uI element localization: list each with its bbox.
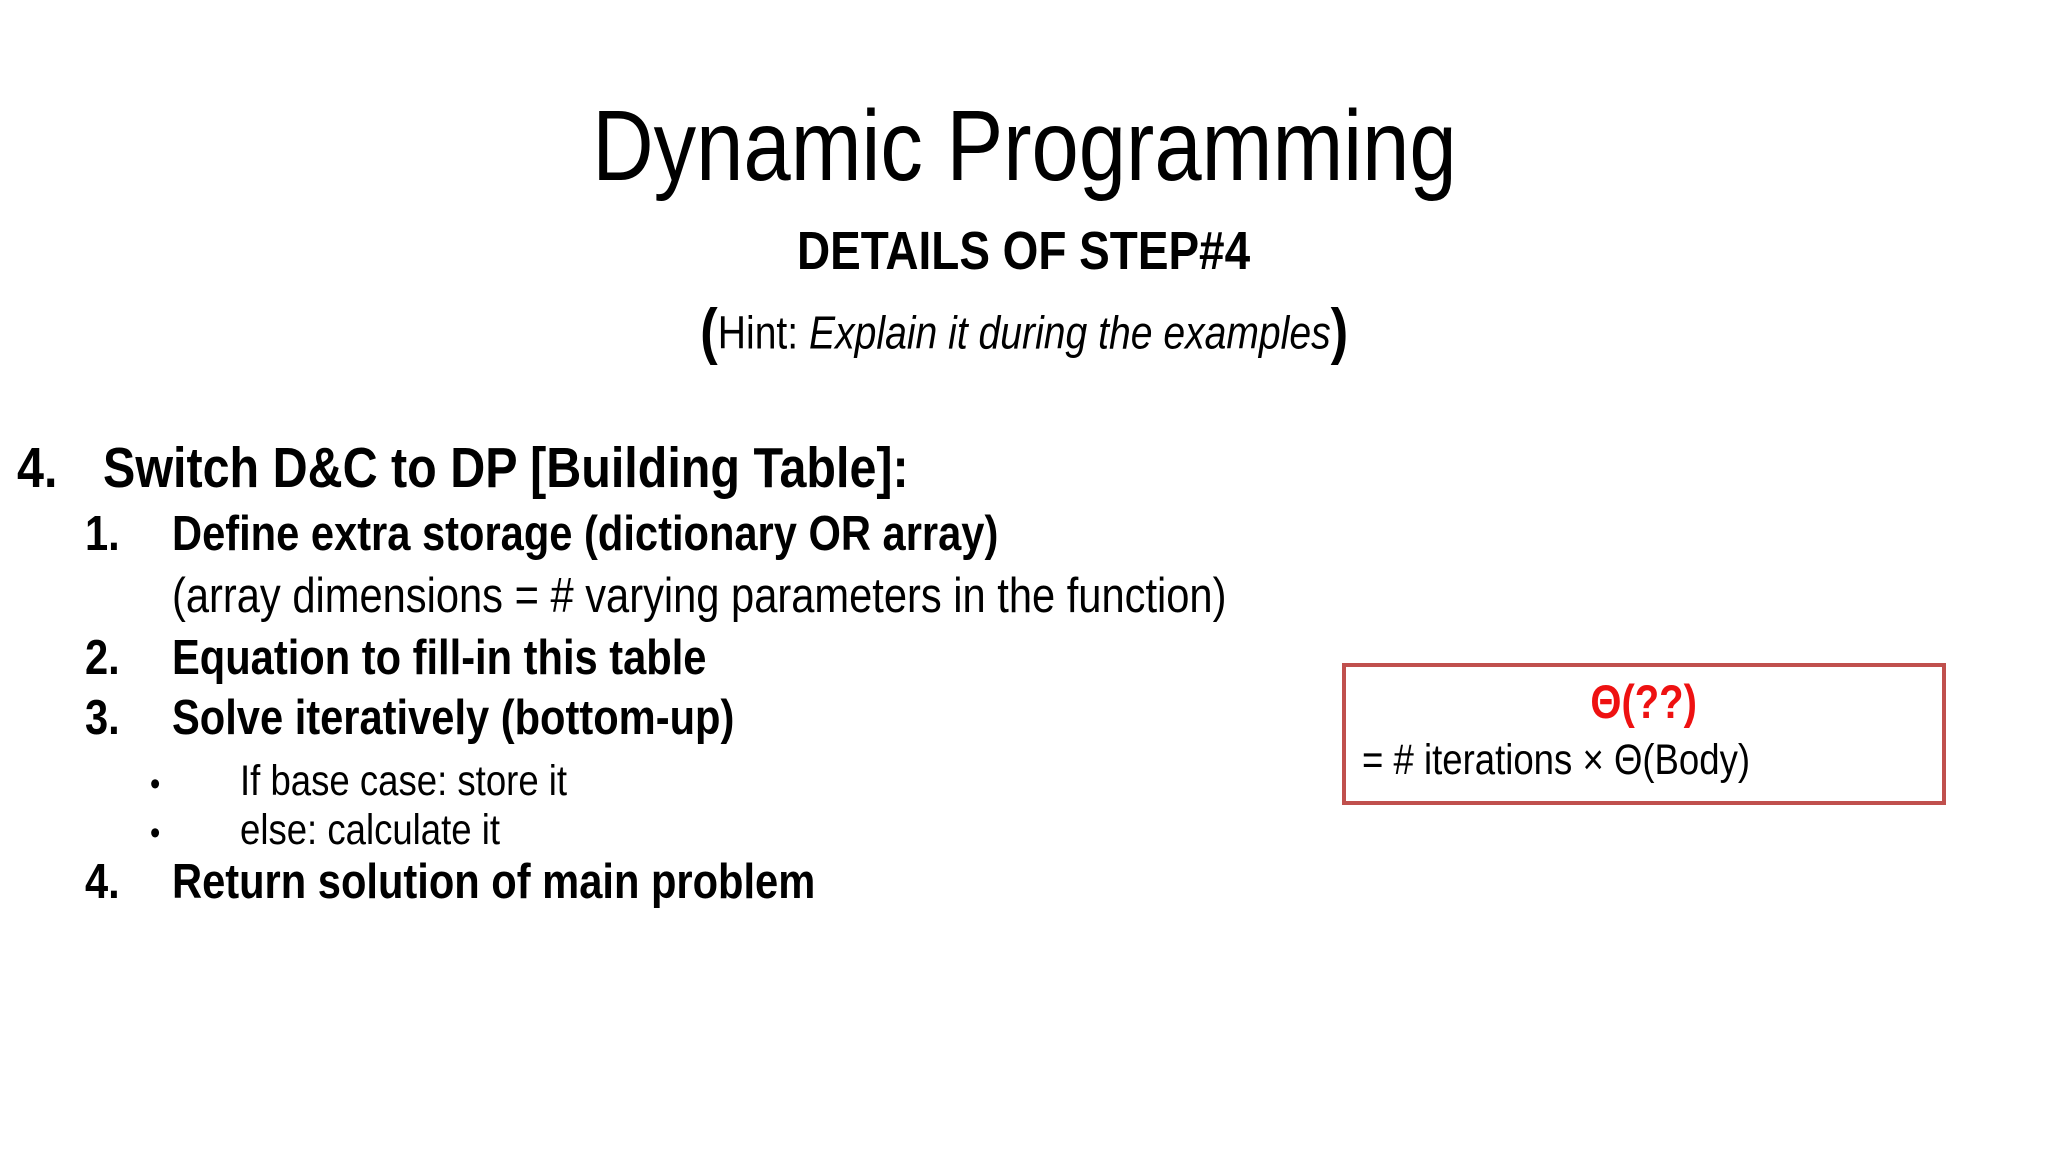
list-item-number: 4. [85, 855, 120, 909]
list-heading-text: Switch D&C to DP [Building Table]: [103, 436, 909, 500]
hint-close-paren: ) [1330, 297, 1349, 366]
slide-title-text: Dynamic Programming [591, 90, 1457, 202]
hint-prefix: Hint: [717, 306, 809, 359]
list-item-number: 3. [85, 691, 120, 745]
list-item-text: (array dimensions = # varying parameters… [172, 569, 1227, 623]
list-item: 2. Equation to fill-in this table [0, 630, 801, 686]
hint-italic-text: Explain it during the examples [808, 306, 1331, 359]
list-item-number: 2. [85, 631, 120, 685]
hint-line: (Hint: Explain it during the examples) [0, 292, 2048, 373]
bullet-text: If base case: store it [240, 757, 568, 805]
bullet-marker: • [150, 765, 161, 803]
hint-line-text: (Hint: Explain it during the examples) [700, 292, 1348, 373]
list-item: 3. Solve iteratively (bottom-up) [0, 690, 834, 746]
bullet-text: else: calculate it [240, 806, 501, 854]
bullet-item: • else: calculate it [0, 806, 546, 855]
slide-title: Dynamic Programming [0, 92, 2048, 200]
list-item-text: Equation to fill-in this table [172, 631, 707, 685]
list-item-continuation: (array dimensions = # varying parameters… [0, 568, 1413, 624]
bullet-marker: • [150, 814, 161, 852]
list-item: 1. Define extra storage (dictionary OR a… [0, 506, 1144, 562]
list-item: 4. Return solution of main problem [0, 854, 929, 910]
slide-subtitle-text: DETAILS OF STEP#4 [797, 221, 1251, 281]
list-heading: 4. Switch D&C to DP [Building Table]: [0, 436, 1051, 502]
bullet-item: • If base case: store it [0, 757, 625, 806]
hint-open-paren: ( [699, 297, 718, 366]
complexity-formula: = # iterations × Θ(Body) [1362, 736, 1751, 785]
complexity-theta-label: Θ(??) [1590, 675, 1698, 728]
list-item-text: Solve iteratively (bottom-up) [172, 691, 735, 745]
complexity-callout-box: Θ(??) = # iterations × Θ(Body) [1342, 663, 1946, 805]
list-heading-number: 4. [17, 436, 58, 500]
slide-subtitle: DETAILS OF STEP#4 [0, 221, 2048, 281]
list-item-text: Return solution of main problem [172, 855, 816, 909]
list-item-text: Define extra storage (dictionary OR arra… [172, 507, 999, 561]
list-item-number: 1. [85, 507, 120, 561]
